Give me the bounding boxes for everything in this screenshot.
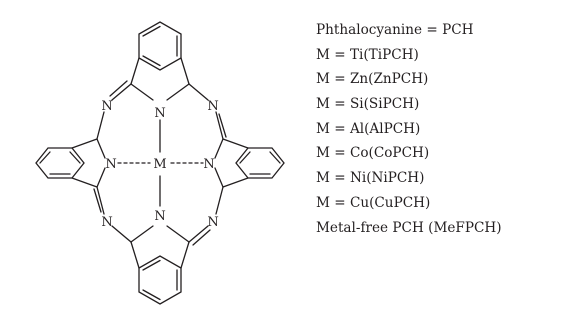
right-isoindole-unit	[214, 138, 285, 188]
left-isoindole-unit	[35, 138, 106, 188]
top-isoindole-unit	[130, 21, 190, 101]
atom-metal: M	[153, 157, 166, 172]
atom-n-right: N	[203, 157, 214, 172]
atom-n-bottom: N	[154, 209, 165, 224]
legend-item: M = Zn(ZnPCH)	[316, 71, 429, 88]
legend-item: M = Ni(NiPCH)	[316, 170, 425, 187]
aza-bridges	[93, 80, 227, 246]
metal-legend: Phthalocyanine = PCH M = Ti(TiPCH) M = Z…	[316, 18, 502, 240]
atom-n-bridge-top-left: N	[101, 99, 112, 114]
atom-n-bridge-bottom-left: N	[101, 215, 112, 230]
legend-item: M = Al(AlPCH)	[316, 120, 421, 137]
bottom-isoindole-unit	[130, 225, 190, 305]
atom-n-bridge-bottom-right: N	[207, 215, 218, 230]
coordination-bonds	[117, 119, 204, 207]
legend-item: Phthalocyanine = PCH	[316, 22, 474, 38]
phthalocyanine-structure: N N N N M N N N N	[35, 21, 285, 305]
legend-item: M = Si(SiPCH)	[316, 96, 420, 113]
legend-item: M = Ti(TiPCH)	[316, 46, 419, 63]
atom-n-left: N	[105, 157, 116, 172]
legend-item: Metal-free PCH (MeFPCH)	[316, 219, 502, 236]
legend-item: M = Cu(CuPCH)	[316, 194, 431, 211]
atom-n-top: N	[154, 106, 165, 121]
legend-item: M = Co(CoPCH)	[316, 145, 430, 162]
atom-n-bridge-top-right: N	[207, 99, 218, 114]
